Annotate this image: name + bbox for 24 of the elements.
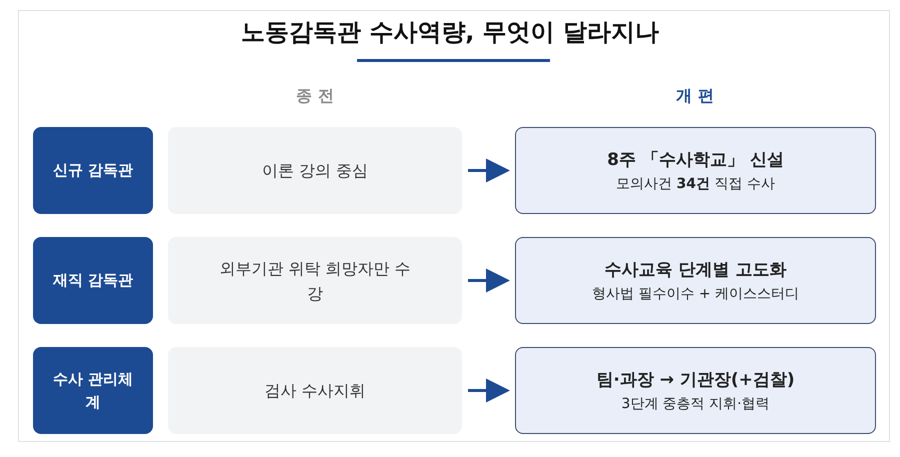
- column-header: 종 전: [295, 86, 335, 107]
- reform-box: [515, 127, 876, 214]
- row-header-box: [33, 237, 153, 324]
- box-text: 팀·과장 → 기관장(+검찰): [596, 368, 795, 392]
- column-header: 개 편: [675, 86, 715, 107]
- box-text: 수사 관리체계: [52, 368, 134, 412]
- diagram-title: 노동감독관 수사역량, 무엇이 달라지나: [240, 17, 660, 48]
- reform-box: [515, 237, 876, 324]
- box-text: 수사교육 단계별 고도화: [604, 258, 786, 282]
- box-text: 재직 감독관: [52, 270, 134, 291]
- box-text: 외부기관 위탁 희망자만 수강: [218, 258, 412, 304]
- row-header-box: [33, 127, 153, 214]
- box-subtext: 모의사건 34건 직접 수사: [616, 174, 775, 194]
- arrow: [468, 268, 510, 292]
- arrow: [468, 158, 510, 182]
- row-header-box: [33, 347, 153, 434]
- box-text: 신규 감독관: [52, 160, 134, 181]
- arrow: [468, 378, 510, 402]
- box-text: 검사 수사지휘: [264, 380, 366, 402]
- box-text: 이론 강의 중심: [262, 160, 368, 182]
- reform-box: [515, 347, 876, 434]
- box-subtext: 형사법 필수이수 + 케이스스터디: [592, 284, 800, 304]
- box-subtext: 3단계 중층적 지휘·협력: [621, 394, 770, 414]
- box-text: 8주 「수사학교」 신설: [607, 148, 784, 172]
